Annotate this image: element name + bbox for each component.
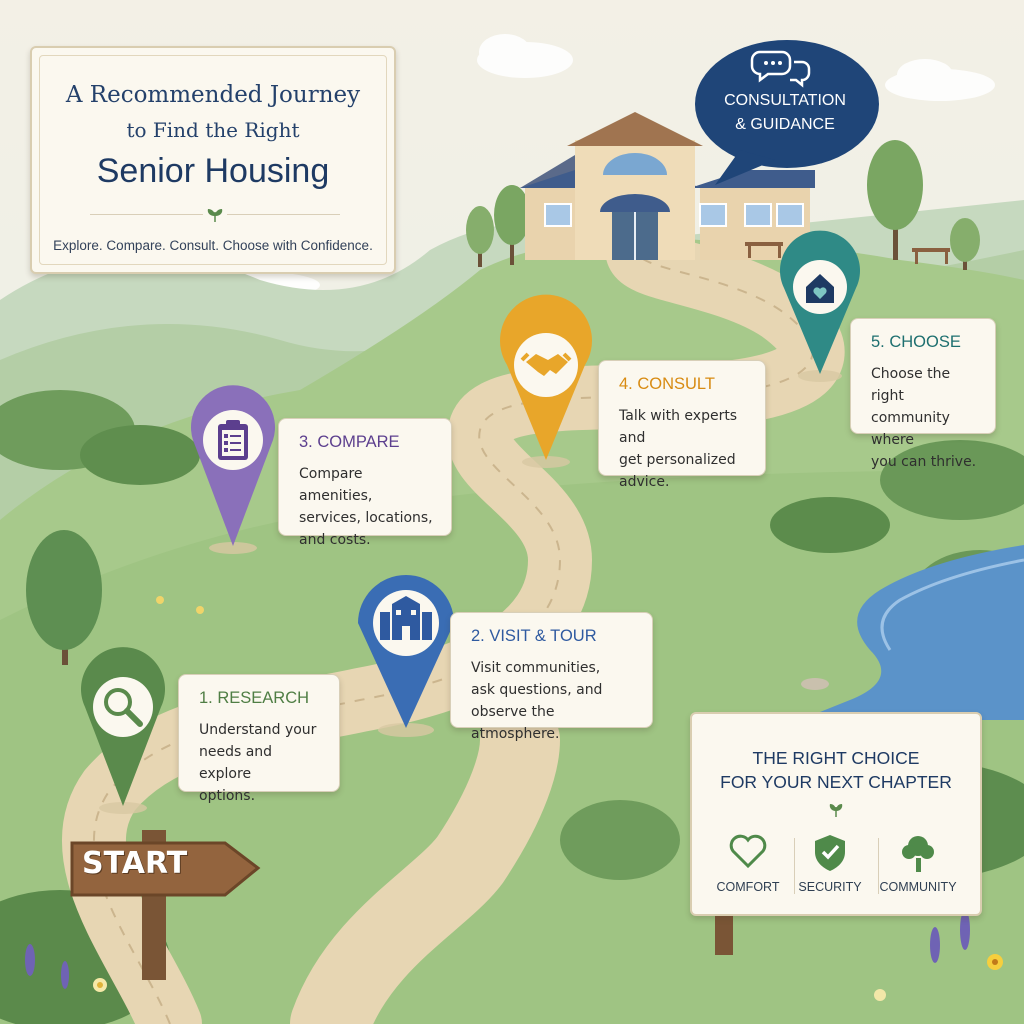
river-rock [801, 678, 829, 690]
magnifier-icon [104, 688, 143, 727]
clipboard-checklist-icon [218, 420, 248, 460]
start-sign [70, 830, 261, 980]
choice-heading-line-2: FOR YOUR NEXT CHAPTER [720, 772, 952, 792]
step-description: Talk with experts and get personalized a… [619, 408, 738, 490]
handshake-icon [520, 352, 572, 376]
start-sign-label: START [82, 846, 188, 881]
wildflowers [25, 596, 1003, 1001]
heart-icon [729, 834, 767, 869]
leaf-sprig-icon [203, 204, 227, 224]
step-description: Compare amenities, services, locations, … [299, 466, 433, 548]
leaf-sprig-icon [829, 804, 843, 817]
pin-visit [358, 575, 454, 728]
feature-label-comfort: COMFORT [716, 880, 780, 894]
chat-bubbles-icon [750, 50, 811, 88]
senior-housing-building [520, 112, 950, 264]
choice-sign-post [715, 915, 733, 955]
building-icon [380, 596, 432, 640]
step-description: Understand your needs and explore option… [199, 722, 317, 804]
pin-compare [190, 385, 275, 546]
bubble-label-line-2: & GUIDANCE [735, 116, 835, 133]
tree-icon [902, 836, 934, 872]
feature-label-security: SECURITY [798, 880, 862, 894]
trees [26, 140, 980, 665]
feature-label-community: COMMUNITY [879, 880, 957, 894]
step-card-research: 1. RESEARCH Understand your needs and ex… [178, 674, 340, 804]
step-title: 1. RESEARCH [199, 689, 310, 707]
title-card: A Recommended Journey to Find the Right … [30, 46, 396, 274]
step-card-consult: 4. CONSULT Talk with experts and get per… [598, 360, 766, 490]
pin-choose [780, 230, 861, 374]
step-description: Choose the right community where you can… [871, 366, 977, 470]
step-title: 5. CHOOSE [871, 333, 961, 351]
title-line-1: A Recommended Journey [65, 82, 361, 108]
pin-research [80, 647, 166, 806]
river [800, 545, 1024, 720]
choice-heading-line-1: THE RIGHT CHOICE [752, 748, 920, 768]
pin-consult [500, 294, 592, 460]
step-card-choose: 5. CHOOSE Choose the right community whe… [850, 318, 996, 470]
consultation-bubble [695, 40, 879, 185]
shield-check-icon [815, 835, 845, 871]
pin-shadows [99, 370, 842, 814]
choice-card: THE RIGHT CHOICE FOR YOUR NEXT CHAPTER C… [690, 712, 982, 916]
step-card-compare: 3. COMPARE Compare amenities, services, … [278, 418, 452, 548]
feature-divider [794, 838, 795, 894]
river-highlight [880, 558, 1024, 651]
page-title: Senior Housing [96, 152, 330, 190]
step-title: 2. VISIT & TOUR [471, 627, 597, 645]
path-foreground [290, 700, 560, 1024]
bubble-label-line-1: CONSULTATION [724, 92, 846, 109]
title-tagline: Explore. Compare. Consult. Choose with C… [53, 238, 373, 253]
house-heart-icon [806, 274, 834, 303]
title-line-2: to Find the Right [126, 118, 300, 142]
step-title: 4. CONSULT [619, 375, 715, 393]
step-description: Visit communities, ask questions, and ob… [471, 660, 603, 742]
step-title: 3. COMPARE [299, 433, 400, 451]
step-card-visit: 2. VISIT & TOUR Visit communities, ask q… [450, 612, 653, 742]
feature-divider [878, 838, 879, 894]
